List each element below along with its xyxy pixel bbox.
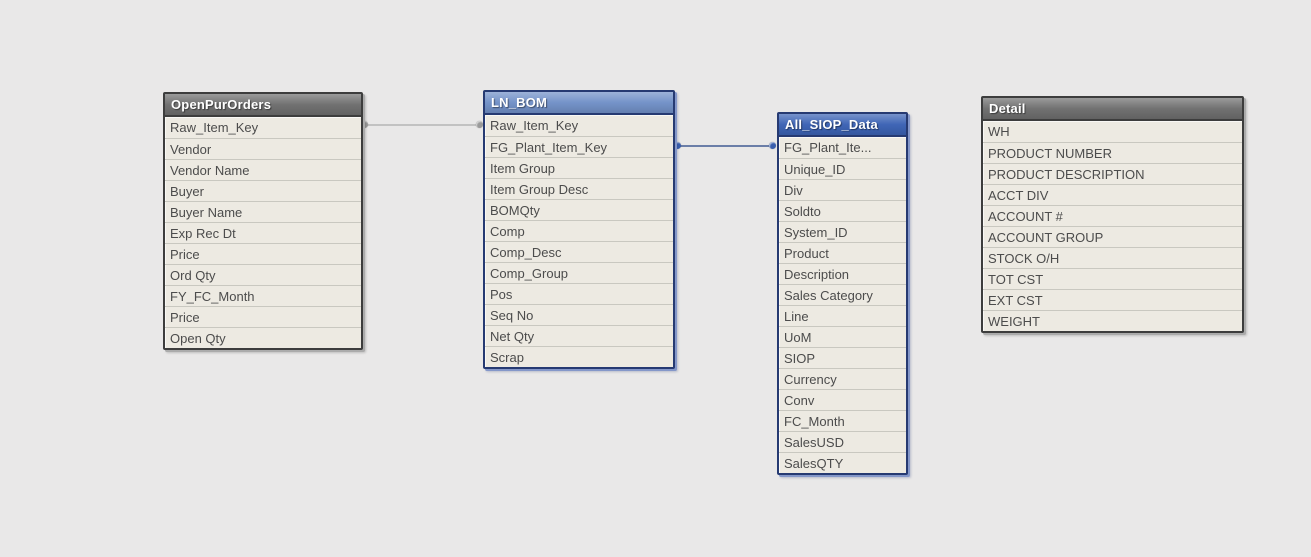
field-row[interactable]: ACCOUNT # <box>983 205 1242 226</box>
field-row[interactable]: SalesQTY <box>779 452 906 473</box>
field-row[interactable]: Vendor <box>165 138 361 159</box>
field-row[interactable]: STOCK O/H <box>983 247 1242 268</box>
field-row[interactable]: Line <box>779 305 906 326</box>
field-row[interactable]: Soldto <box>779 200 906 221</box>
field-row[interactable]: Net Qty <box>485 325 673 346</box>
field-row[interactable]: PRODUCT DESCRIPTION <box>983 163 1242 184</box>
field-row[interactable]: PRODUCT NUMBER <box>983 142 1242 163</box>
connector-line <box>365 124 480 126</box>
connector-line <box>678 145 773 147</box>
table-title: OpenPurOrders <box>171 97 272 112</box>
field-row[interactable]: Pos <box>485 283 673 304</box>
table-header-all-siop-data[interactable]: All_SIOP_Data <box>779 114 906 135</box>
field-row[interactable]: FC_Month <box>779 410 906 431</box>
field-row[interactable]: Product <box>779 242 906 263</box>
table-header-detail[interactable]: Detail <box>983 98 1242 119</box>
field-row[interactable]: WH <box>988 124 1010 139</box>
field-row[interactable]: Item Group Desc <box>485 178 673 199</box>
table-title: LN_BOM <box>491 95 548 110</box>
field-row[interactable]: Raw_Item_Key <box>490 118 579 133</box>
field-row[interactable]: Raw_Item_Key <box>170 120 259 135</box>
field-row[interactable]: ACCT DIV <box>983 184 1242 205</box>
connector-endpoint-dot <box>769 142 776 149</box>
connector-endpoint-dot <box>674 142 681 149</box>
field-row[interactable]: Comp_Desc <box>485 241 673 262</box>
field-row[interactable]: Item Group <box>485 157 673 178</box>
field-row[interactable]: FG_Plant_Ite... <box>784 140 872 155</box>
connector-endpoint-dot <box>361 121 368 128</box>
field-row[interactable]: Currency <box>779 368 906 389</box>
field-row[interactable]: Div <box>779 179 906 200</box>
field-row[interactable]: Price <box>165 243 361 264</box>
field-row[interactable]: Description <box>779 263 906 284</box>
field-row[interactable]: Unique_ID <box>779 158 906 179</box>
field-row[interactable]: ACCOUNT GROUP <box>983 226 1242 247</box>
field-row[interactable]: Buyer <box>165 180 361 201</box>
table-title: Detail <box>989 101 1026 116</box>
field-row[interactable]: BOMQty <box>485 199 673 220</box>
field-row[interactable]: UoM <box>779 326 906 347</box>
field-row[interactable]: Buyer Name <box>165 201 361 222</box>
field-row[interactable]: Ord Qty <box>165 264 361 285</box>
field-row[interactable]: Seq No <box>485 304 673 325</box>
field-row[interactable]: Conv <box>779 389 906 410</box>
field-row[interactable]: TOT CST <box>983 268 1242 289</box>
field-row[interactable]: FY_FC_Month <box>165 285 361 306</box>
field-row[interactable]: Price <box>165 306 361 327</box>
connector-endpoint-dot <box>476 121 483 128</box>
field-row[interactable]: WEIGHT <box>983 310 1242 331</box>
table-header-openpurorders[interactable]: OpenPurOrders <box>165 94 361 115</box>
field-row[interactable]: EXT CST <box>983 289 1242 310</box>
field-row[interactable]: Comp_Group <box>485 262 673 283</box>
field-row[interactable]: System_ID <box>779 221 906 242</box>
field-row[interactable]: FG_Plant_Item_Key <box>485 136 673 157</box>
field-row[interactable]: Exp Rec Dt <box>165 222 361 243</box>
field-row[interactable]: Comp <box>485 220 673 241</box>
field-row[interactable]: SalesUSD <box>779 431 906 452</box>
table-header-ln-bom[interactable]: LN_BOM <box>485 92 673 113</box>
field-row[interactable]: Vendor Name <box>165 159 361 180</box>
field-row[interactable]: Sales Category <box>779 284 906 305</box>
field-row[interactable]: Scrap <box>485 346 673 367</box>
field-row[interactable]: Open Qty <box>165 327 361 348</box>
field-row[interactable]: SIOP <box>779 347 906 368</box>
table-title: All_SIOP_Data <box>785 117 878 132</box>
